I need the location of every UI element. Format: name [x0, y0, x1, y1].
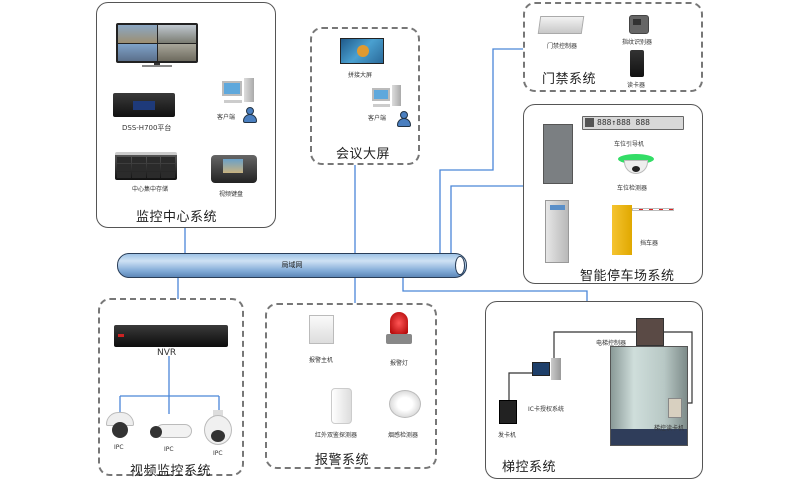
video-keyboard [211, 155, 257, 183]
label-ipc-2: IPC [164, 446, 174, 453]
conference-screen-title: 会议大屏 [336, 147, 391, 162]
video-surveillance-title: 视频监控系统 [130, 464, 212, 479]
label-barrier-gate: 挡车器 [640, 240, 659, 247]
smart-parking-system [523, 104, 703, 284]
link-access-control [439, 48, 523, 254]
video-wall-monitor [116, 23, 198, 67]
conference-screen-system [310, 27, 420, 165]
lan-bus: 局域网 [117, 253, 467, 278]
label-splicing-screen: 拼接大屏 [348, 72, 373, 79]
barrier-gate [612, 205, 632, 255]
splicing-screen [340, 38, 384, 64]
bus-end-cap [455, 256, 465, 275]
dss-h700-server [113, 93, 175, 117]
label-central-storage: 中心集中存储 [132, 186, 169, 193]
label-dss-h700: DSS-H700平台 [122, 124, 172, 132]
smart-parking-title: 智能停车场系统 [580, 269, 675, 284]
elevator-controller [636, 318, 664, 346]
link-smart-parking [450, 185, 524, 254]
nvr-device [114, 325, 228, 347]
lan-bus-label: 局域网 [281, 261, 303, 269]
label-parking-guide: 车位引导机 [614, 141, 645, 148]
client-pc-icon-2 [372, 85, 402, 109]
video-surveillance-system [98, 298, 244, 476]
door-controller [537, 16, 585, 34]
label-smoke-detector: 烟感检测器 [388, 432, 419, 439]
parking-detector [618, 154, 654, 176]
parking-terminal [543, 124, 573, 184]
label-alarm-host: 报警主机 [309, 357, 334, 364]
label-door-controller: 门禁控制器 [547, 43, 578, 50]
label-alarm-light: 报警灯 [390, 360, 409, 367]
elevator-card-reader [668, 398, 682, 418]
label-elevator-card-reader: 梯控读卡机 [654, 425, 685, 432]
label-card-reader: 读卡器 [627, 82, 646, 89]
central-storage [115, 152, 177, 180]
card-issuer [499, 400, 517, 424]
barrier-arm [632, 208, 674, 211]
fingerprint-reader [629, 15, 649, 34]
label-fingerprint-reader: 指纹识别器 [622, 39, 653, 46]
access-control-title: 门禁系统 [542, 72, 597, 87]
ipc-ptz-camera [204, 410, 232, 446]
alarm-light [386, 312, 412, 346]
ipc-dome-camera [106, 412, 134, 440]
smoke-detector [389, 390, 421, 418]
ipc-bullet-camera [150, 424, 194, 442]
monitoring-center-system [96, 2, 276, 228]
elevator-car [610, 346, 688, 446]
monitoring-center-title: 监控中心系统 [136, 210, 218, 225]
alarm-host [309, 315, 334, 344]
user-icon [243, 107, 257, 123]
card-reader [630, 50, 644, 77]
elevator-control-system [485, 301, 703, 479]
elevator-control-title: 梯控系统 [502, 460, 557, 475]
ic-auth-pc [532, 358, 562, 382]
label-dual-tech-detector: 红外双鉴探测器 [315, 432, 358, 439]
label-parking-detector: 车位检测器 [617, 185, 648, 192]
dual-tech-detector [331, 388, 352, 424]
alarm-system [265, 303, 437, 469]
ticket-machine [545, 200, 569, 263]
client-pc-icon [222, 78, 256, 108]
alarm-title: 报警系统 [315, 453, 370, 468]
access-control-system [523, 2, 703, 92]
label-video-keyboard: 视频键盘 [219, 191, 244, 198]
label-card-issuer: 发卡机 [498, 432, 517, 439]
label-ipc-1: IPC [114, 444, 124, 451]
parking-guide-display: 888↑888 888 [582, 116, 684, 130]
label-client-2: 客户端 [368, 115, 387, 122]
label-ipc-3: IPC [213, 450, 223, 457]
label-client-1: 客户端 [217, 114, 236, 121]
guide-display-digits: 888↑888 888 [597, 118, 650, 127]
label-elevator-controller: 电梯控制器 [596, 340, 627, 347]
label-nvr: NVR [157, 348, 177, 358]
label-ic-auth-system: IC卡授权系统 [528, 406, 564, 413]
user-icon-2 [397, 111, 411, 127]
